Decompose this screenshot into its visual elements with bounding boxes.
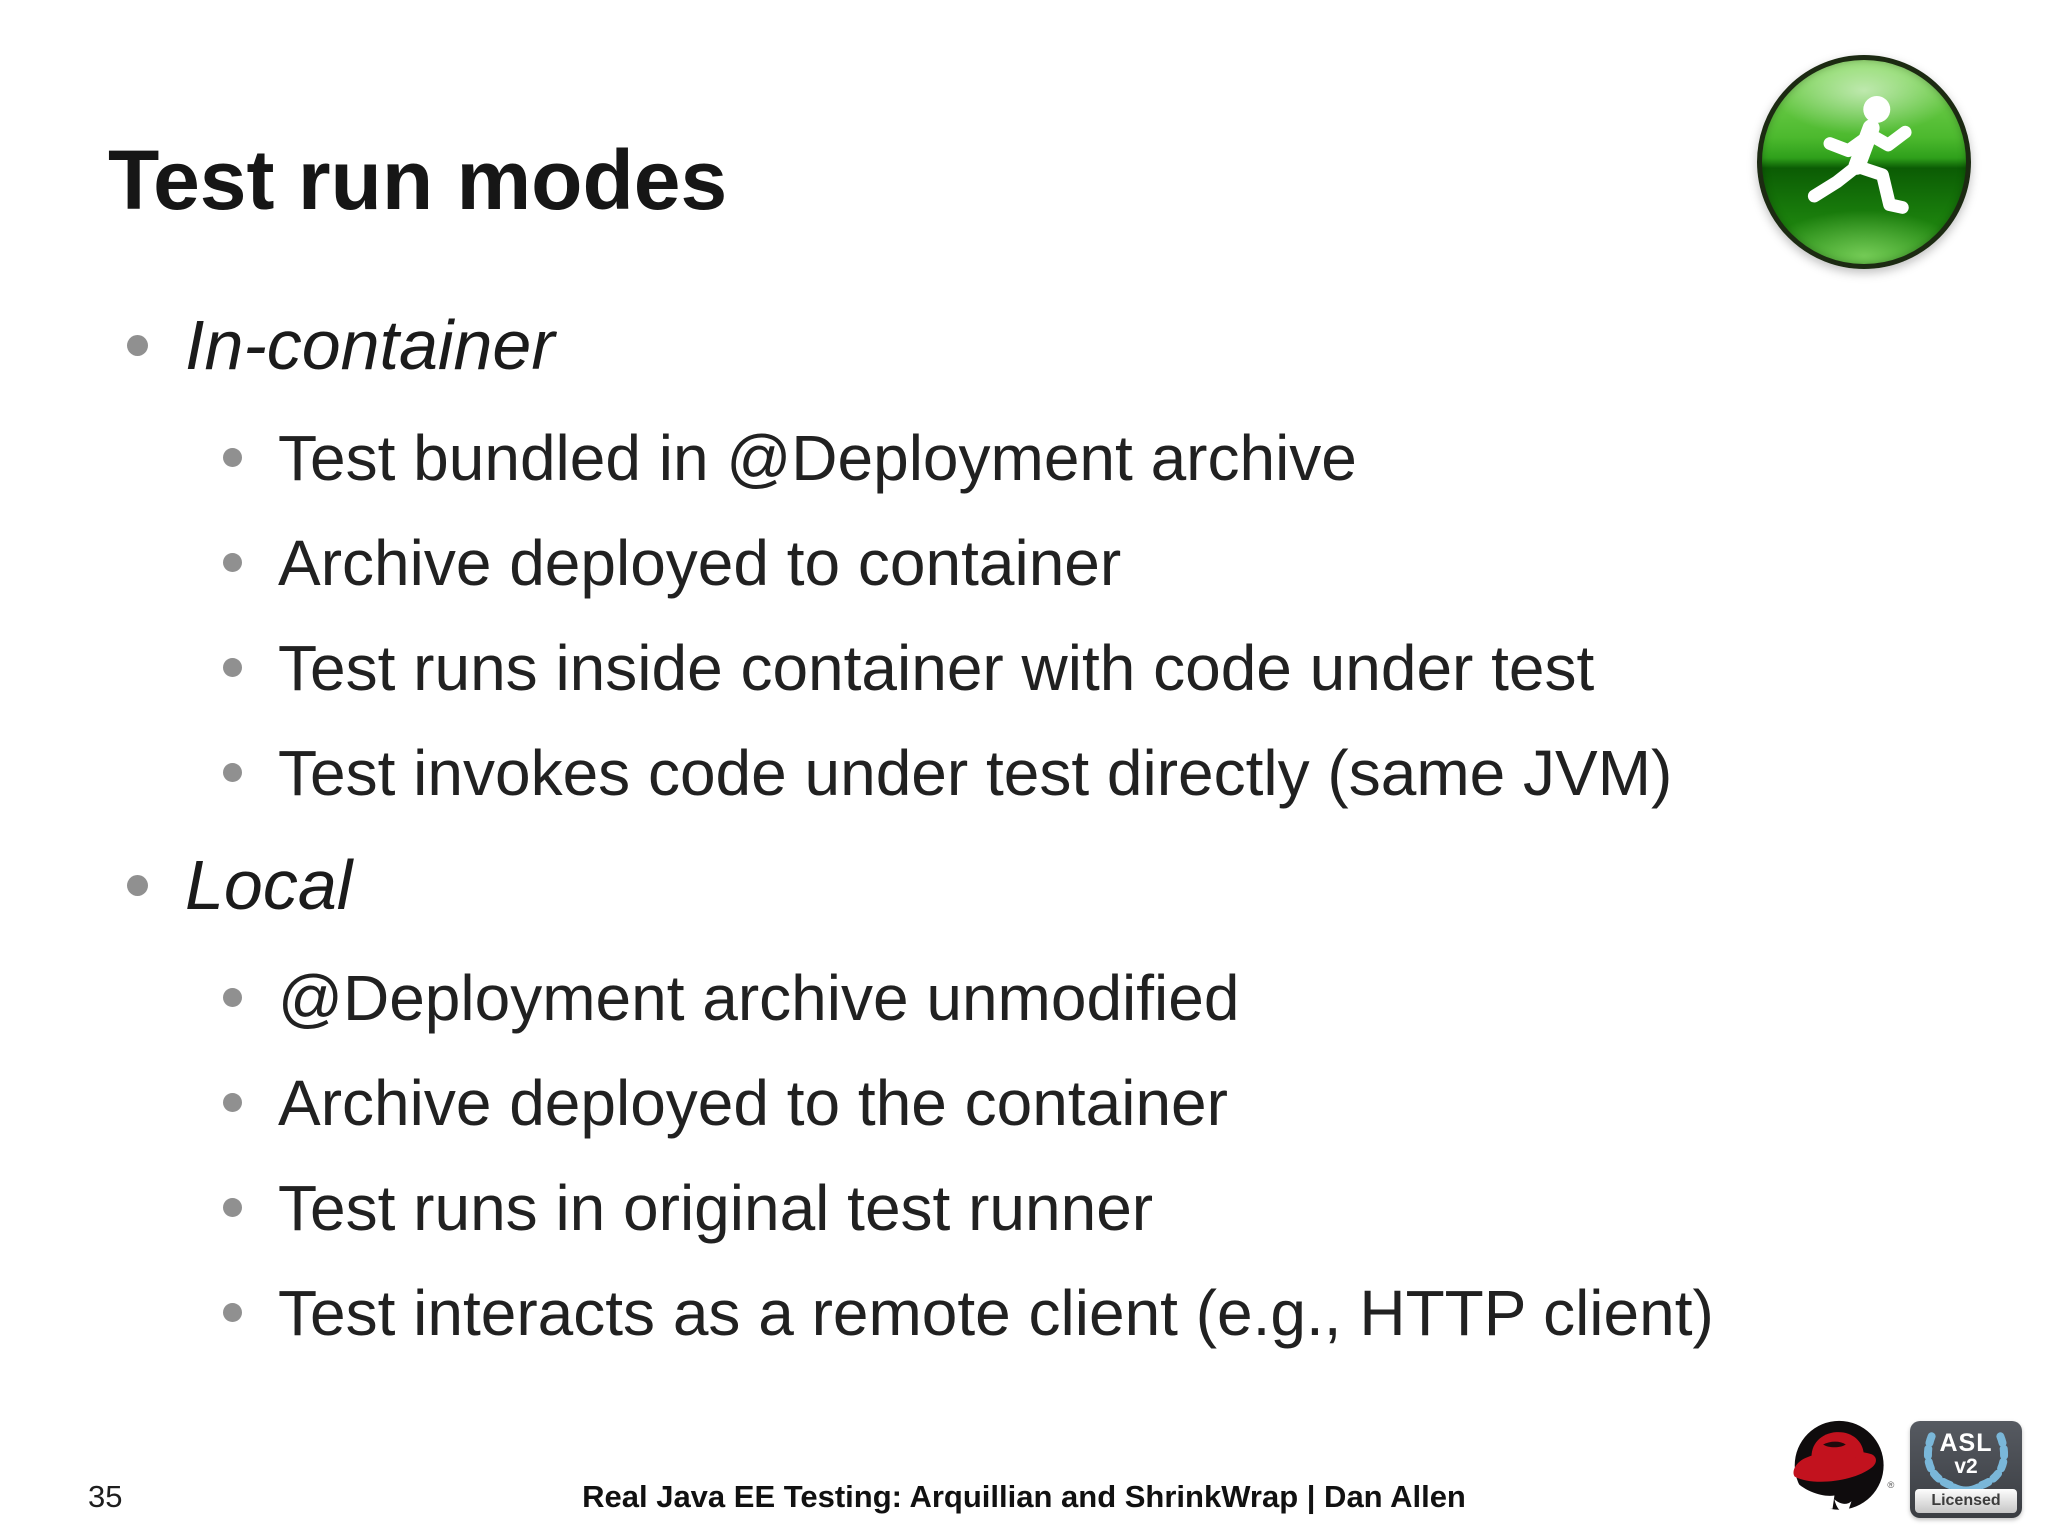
list-item-text: Test runs in original test runner [278,1171,1154,1244]
footer-text: Real Java EE Testing: Arquillian and Shr… [582,1479,1466,1514]
licensed-label: Licensed [1915,1489,2017,1513]
bullet-icon [223,1093,242,1112]
list-item: Test invokes code under test directly (s… [0,720,2008,825]
list-item-text: In-container [185,306,555,384]
list-item: @Deployment archive unmodified [0,945,2008,1050]
page-title: Test run modes [108,133,728,227]
bullet-icon [127,874,148,896]
bullet-icon [223,1198,242,1217]
list-item-text: Test bundled in @Deployment archive [278,421,1357,494]
bullet-icon [223,763,242,782]
list-item-text: Test interacts as a remote client (e.g.,… [278,1276,1714,1349]
list-item-text: Archive deployed to container [278,526,1122,599]
asl-license-badge: ASL v2 Licensed [1910,1421,2022,1518]
list-item-text: Local [185,846,353,924]
list-item: Archive deployed to container [0,510,2008,615]
list-item-text: @Deployment archive unmodified [278,961,1240,1034]
runner-icon [1757,55,1971,269]
registered-mark: ® [1887,1480,1894,1491]
bullet-icon [223,1303,242,1322]
list-item-text: Test runs inside container with code und… [278,631,1595,704]
list-item: Local [0,825,2008,945]
bullet-icon [223,658,242,677]
list-item-text: Test invokes code under test directly (s… [278,736,1673,809]
asl-badge-text: ASL v2 [1910,1430,2022,1478]
asl-line2: v2 [1954,1455,1978,1479]
bullet-list: In-container Test bundled in @Deployment… [0,285,2008,1365]
runner-silhouette-icon [1807,95,1912,214]
bullet-icon [223,988,242,1007]
list-item: In-container [0,285,2008,405]
list-item: Archive deployed to the container [0,1050,2008,1155]
asl-line1: ASL [1939,1429,1993,1457]
redhat-shadowman-icon: ® [1792,1420,1894,1513]
list-item: Test runs in original test runner [0,1155,2008,1260]
list-item: Test runs inside container with code und… [0,615,2008,720]
bullet-icon [127,334,148,356]
bullet-icon [223,448,242,467]
redhat-logo: ® [1784,1418,1900,1522]
list-item: Test interacts as a remote client (e.g.,… [0,1260,2008,1365]
page-number: 35 [88,1479,123,1514]
list-item-text: Archive deployed to the container [278,1066,1228,1139]
list-item: Test bundled in @Deployment archive [0,405,2008,510]
bullet-icon [223,553,242,572]
